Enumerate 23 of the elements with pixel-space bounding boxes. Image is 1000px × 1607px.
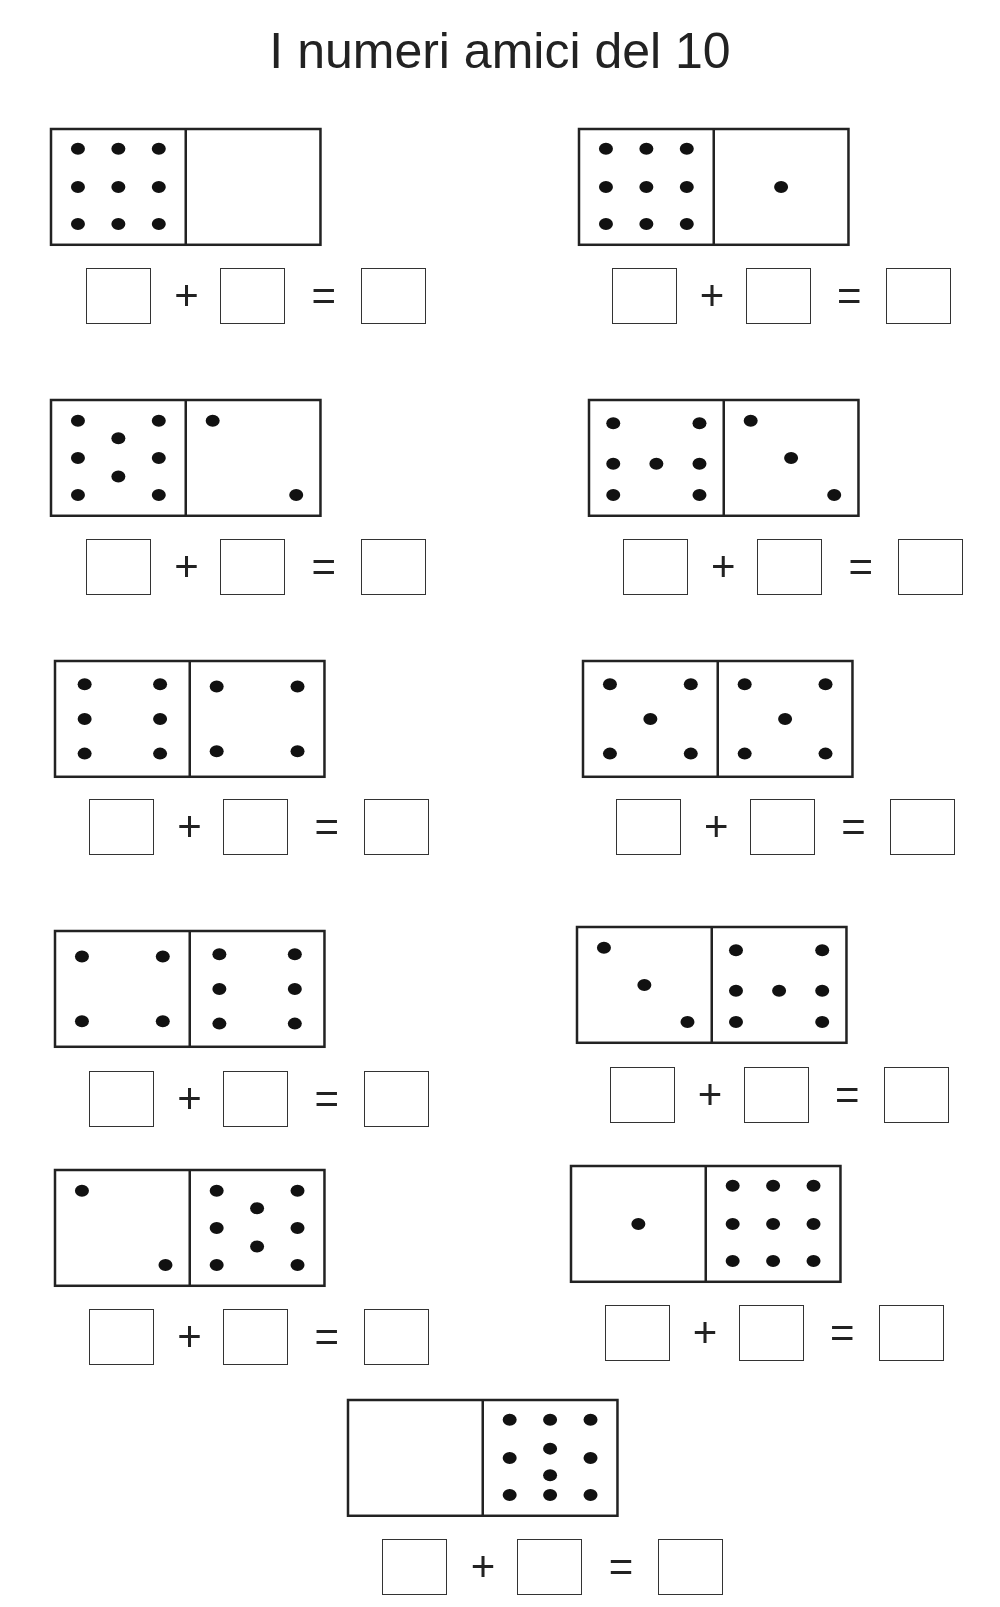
worksheet-title: I numeri amici del 10 (268, 22, 732, 80)
plus-sign: + (469, 1541, 497, 1592)
equals-sign: = (310, 541, 338, 592)
equals-sign: = (828, 1308, 856, 1359)
plus-sign: + (696, 1069, 724, 1120)
equals-sign: = (836, 271, 863, 322)
equals-sign: = (607, 1541, 635, 1592)
plus-sign: + (176, 802, 203, 853)
equals-sign: = (310, 271, 338, 322)
plus-sign: + (702, 802, 730, 853)
plus-sign: + (710, 541, 737, 592)
equals-sign: = (840, 802, 867, 853)
equals-sign: = (313, 1073, 341, 1124)
equals-sign: = (834, 1069, 861, 1120)
plus-sign: + (698, 271, 726, 322)
equals-sign: = (313, 1312, 341, 1363)
equals-sign: = (313, 802, 341, 853)
plus-sign: + (176, 1073, 203, 1124)
equals-sign: = (847, 541, 874, 592)
plus-sign: + (173, 541, 200, 592)
plus-sign: + (691, 1308, 719, 1359)
plus-sign: + (176, 1312, 203, 1363)
plus-sign: + (173, 271, 200, 322)
